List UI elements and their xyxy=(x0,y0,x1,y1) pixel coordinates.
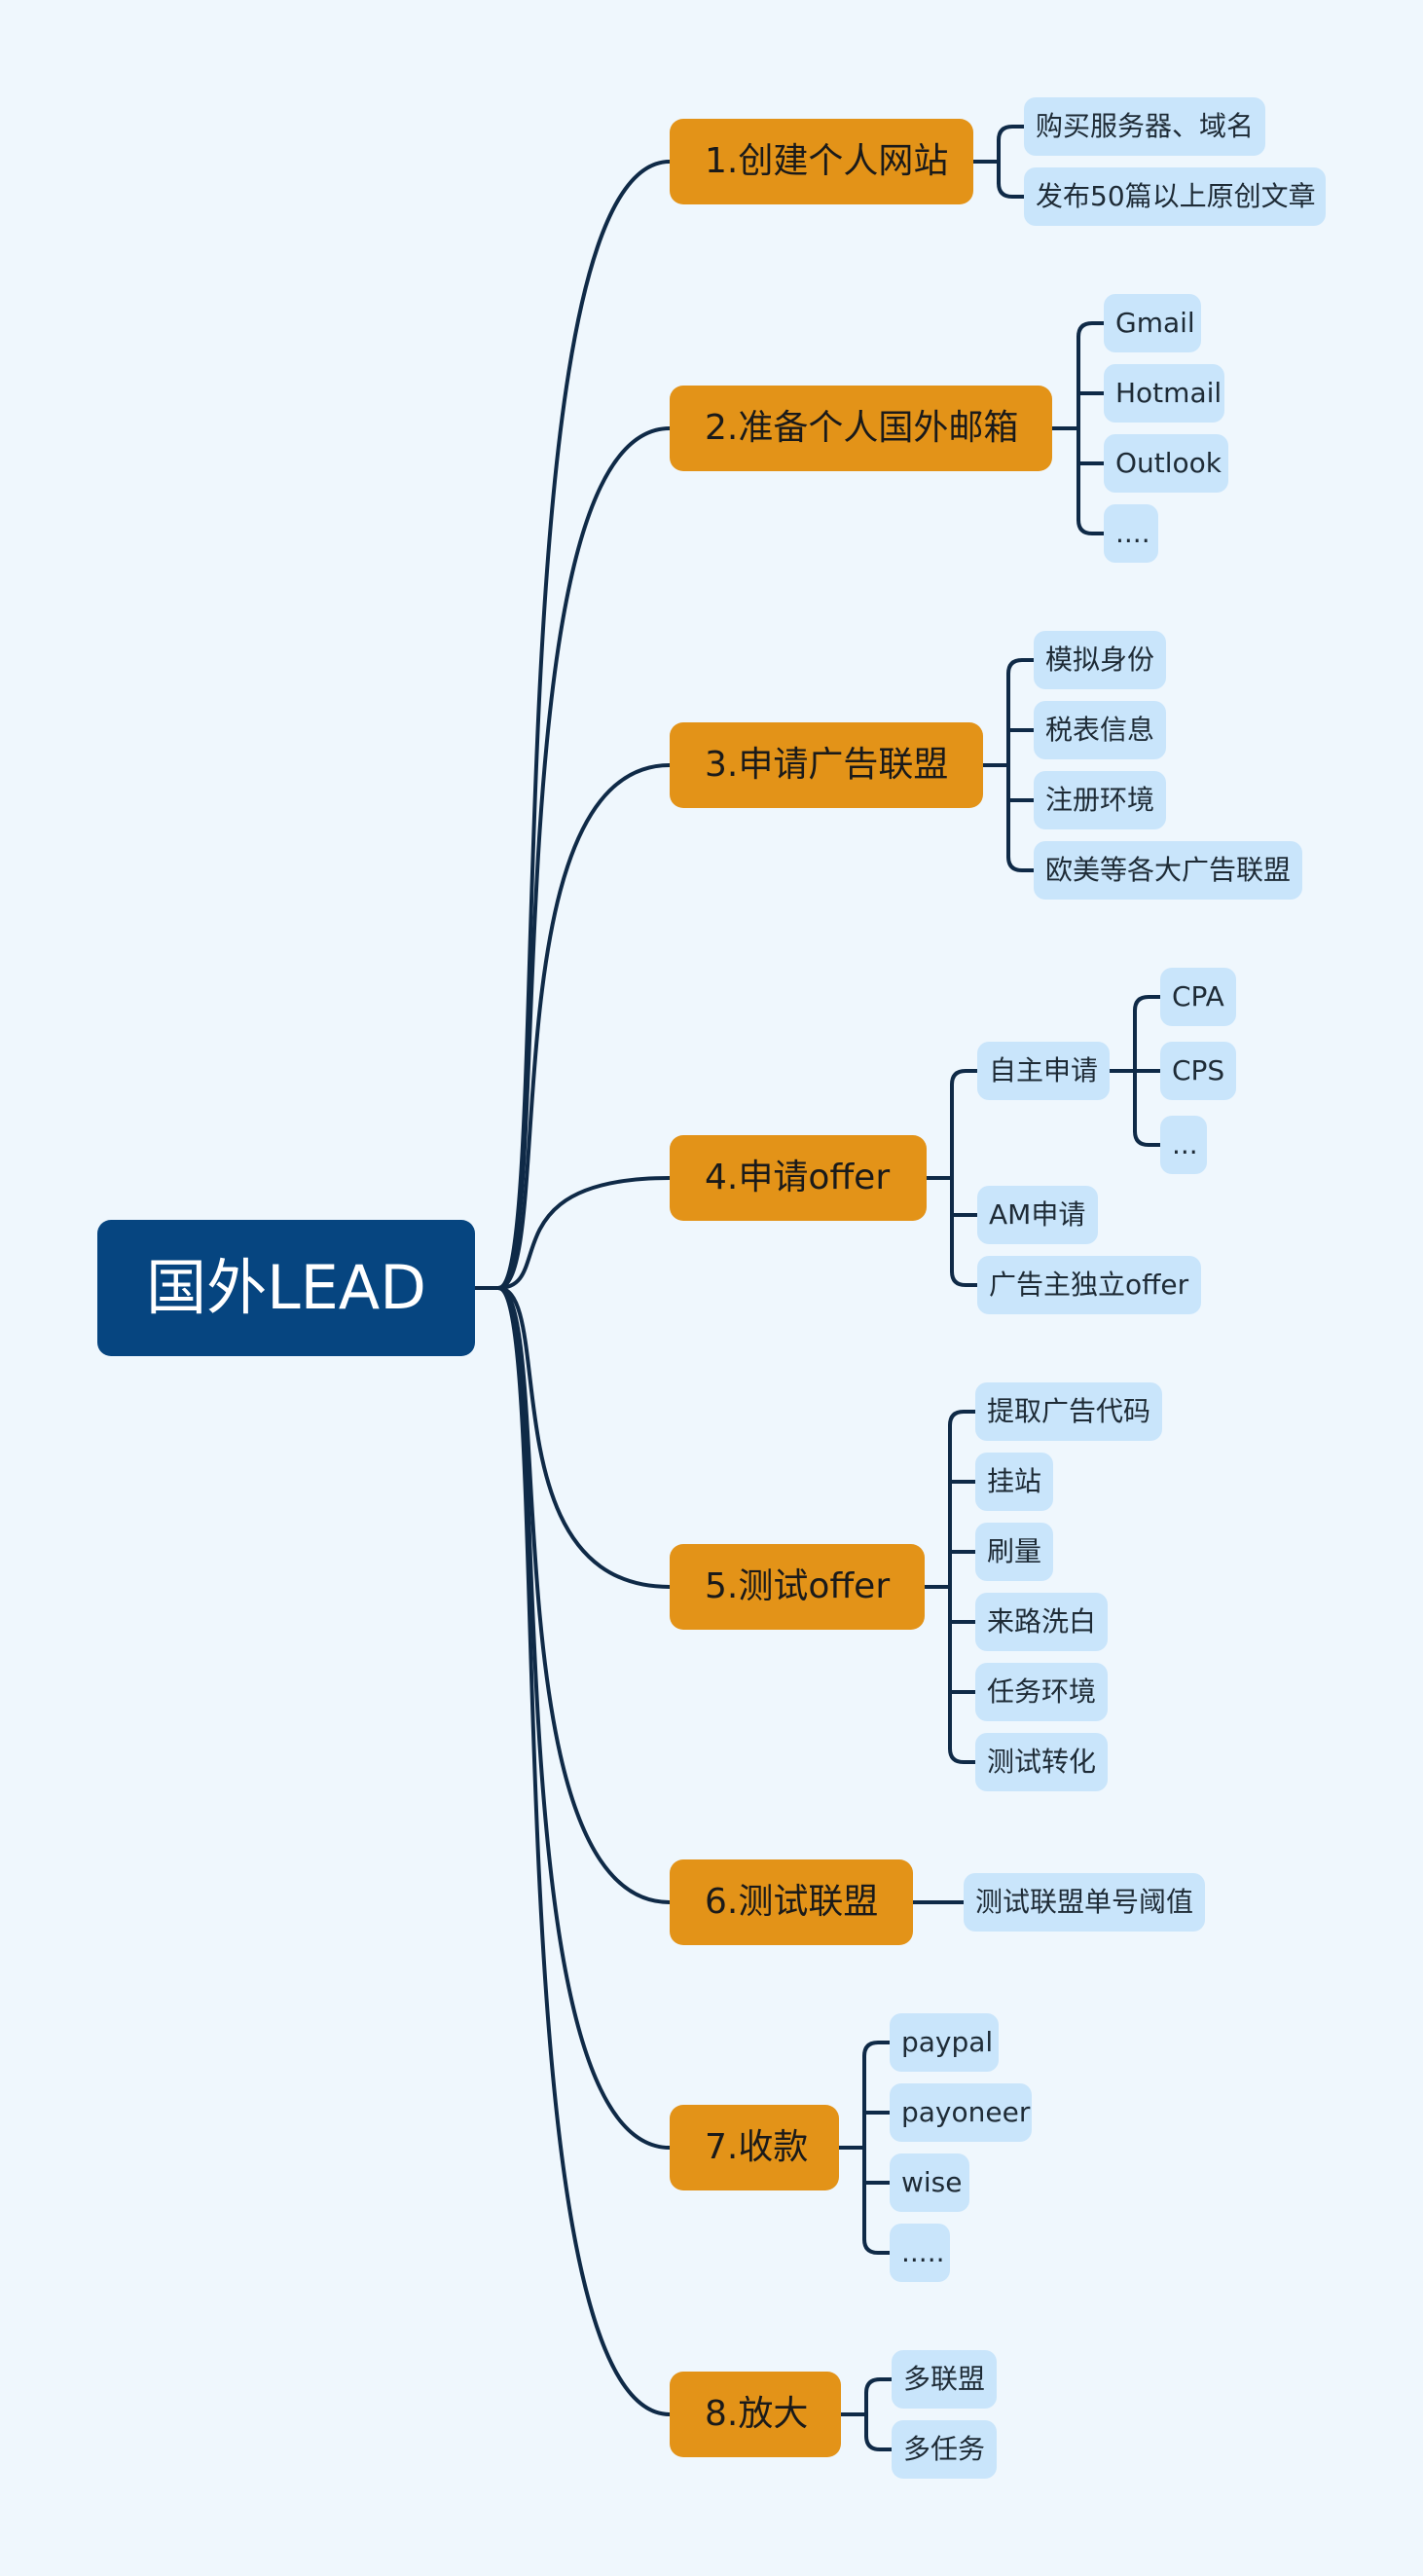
leaf-node-2-1[interactable]: Gmail xyxy=(1104,294,1201,352)
branch-8-connector-1 xyxy=(864,2377,894,2395)
leaf-node-7-3[interactable]: wise xyxy=(890,2153,969,2212)
leaf-node-2-4[interactable]: .... xyxy=(1104,504,1158,563)
leaf-node-5-3[interactable]: 刷量 xyxy=(975,1523,1053,1581)
leaf-node-4-1-2[interactable]: CPS xyxy=(1160,1042,1236,1100)
leaf-node-4-3[interactable]: 广告主独立offer xyxy=(977,1256,1201,1314)
leaf-node-3-2[interactable]: 税表信息 xyxy=(1034,701,1166,759)
branch-node-2[interactable]: 2.准备个人国外邮箱 xyxy=(670,386,1052,471)
leaf-node-1-2[interactable]: 发布50篇以上原创文章 xyxy=(1024,167,1326,226)
branch-2-connector-1 xyxy=(1076,321,1106,339)
root-to-branch-8 xyxy=(496,1286,672,2416)
root-to-branch-5 xyxy=(496,1286,672,1589)
leaf-node-4-1[interactable]: 自主申请 xyxy=(977,1042,1110,1100)
leaf-node-2-2[interactable]: Hotmail xyxy=(1104,364,1224,423)
branch-4-connector-1 xyxy=(950,1069,979,1086)
branch-8-connector-2 xyxy=(864,2434,894,2451)
leaf-node-8-2[interactable]: 多任务 xyxy=(892,2420,997,2479)
leaf-node-4-1-3[interactable]: ... xyxy=(1160,1116,1207,1174)
branch-node-5[interactable]: 5.测试offer xyxy=(670,1544,925,1630)
branch-node-7[interactable]: 7.收款 xyxy=(670,2105,839,2190)
root-to-branch-7 xyxy=(496,1286,672,2150)
branch-node-3[interactable]: 3.申请广告联盟 xyxy=(670,722,983,808)
root-to-branch-1 xyxy=(496,160,672,1290)
leaf-node-4-2[interactable]: AM申请 xyxy=(977,1186,1098,1244)
branch-1-connector-1 xyxy=(997,125,1026,142)
branch-5-connector-6 xyxy=(948,1747,977,1764)
branch-node-8[interactable]: 8.放大 xyxy=(670,2372,841,2457)
branch-3-connector-4 xyxy=(1006,855,1036,872)
root-to-branch-2 xyxy=(496,426,672,1290)
leaf-node-7-1[interactable]: paypal xyxy=(890,2013,999,2072)
root-node[interactable]: 国外LEAD xyxy=(97,1220,475,1356)
leaf-node-3-3[interactable]: 注册环境 xyxy=(1034,771,1166,829)
leaf-4-1-connector-3 xyxy=(1133,1129,1162,1147)
branch-7-connector-1 xyxy=(862,2041,892,2058)
leaf-node-3-1[interactable]: 模拟身份 xyxy=(1034,631,1166,689)
leaf-node-5-1[interactable]: 提取广告代码 xyxy=(975,1382,1162,1441)
root-to-branch-4 xyxy=(496,1176,672,1290)
root-to-branch-6 xyxy=(496,1286,672,1904)
leaf-node-4-1-1[interactable]: CPA xyxy=(1160,968,1236,1026)
branch-5-connector-1 xyxy=(948,1410,977,1427)
leaf-node-8-1[interactable]: 多联盟 xyxy=(892,2350,997,2409)
leaf-4-1-connector-1 xyxy=(1133,995,1162,1012)
branch-7-connector-4 xyxy=(862,2237,892,2255)
branch-node-6[interactable]: 6.测试联盟 xyxy=(670,1859,913,1945)
leaf-node-7-2[interactable]: payoneer xyxy=(890,2083,1032,2142)
leaf-node-1-1[interactable]: 购买服务器、域名 xyxy=(1024,97,1265,156)
leaf-node-5-2[interactable]: 挂站 xyxy=(975,1453,1053,1511)
leaf-node-3-4[interactable]: 欧美等各大广告联盟 xyxy=(1034,841,1302,900)
root-to-branch-3 xyxy=(496,763,672,1290)
leaf-node-5-5[interactable]: 任务环境 xyxy=(975,1663,1108,1721)
leaf-node-5-6[interactable]: 测试转化 xyxy=(975,1733,1108,1791)
branch-4-connector-3 xyxy=(950,1270,979,1287)
branch-2-connector-4 xyxy=(1076,518,1106,535)
branch-3-connector-1 xyxy=(1006,658,1036,676)
leaf-node-5-4[interactable]: 来路洗白 xyxy=(975,1593,1108,1651)
leaf-node-2-3[interactable]: Outlook xyxy=(1104,434,1228,493)
leaf-node-7-4[interactable]: ..... xyxy=(890,2224,950,2282)
branch-node-4[interactable]: 4.申请offer xyxy=(670,1135,927,1221)
branch-1-connector-2 xyxy=(997,181,1026,199)
branch-node-1[interactable]: 1.创建个人网站 xyxy=(670,119,973,204)
leaf-node-6-1[interactable]: 测试联盟单号阈值 xyxy=(964,1873,1205,1932)
